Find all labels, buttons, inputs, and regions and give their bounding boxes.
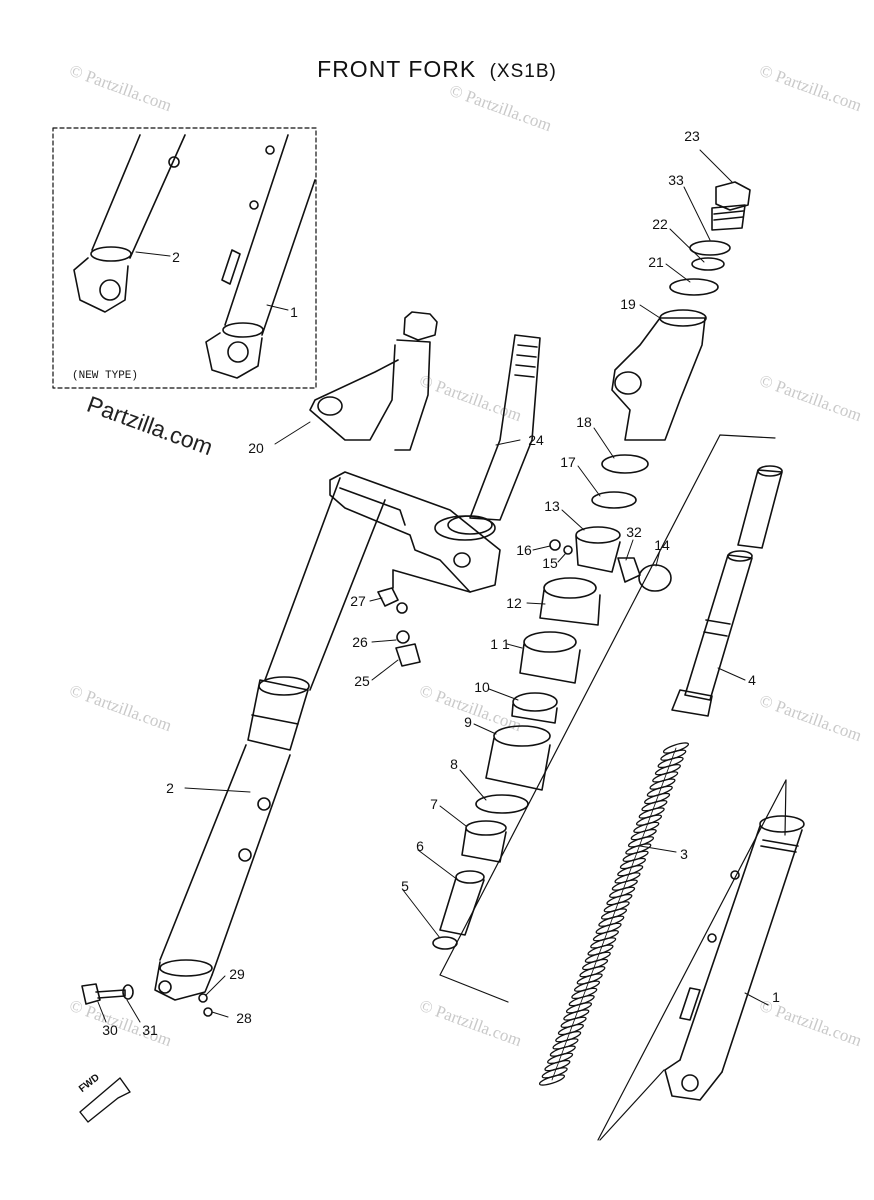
page-title: FRONT FORK (XS1B) [0,56,874,83]
inset-label: (NEW TYPE) [72,370,139,382]
fwd-arrow [79,1077,131,1123]
upper-bracket-20 [309,339,431,451]
nut-16 [549,539,561,551]
callout-1-inset: 1 [290,304,298,320]
callout-22: 22 [652,216,668,232]
callout-15: 15 [542,555,558,571]
callout-31: 31 [142,1022,158,1038]
callout-20: 20 [248,440,264,456]
cap-bolt-23 [711,181,751,231]
inset-outer-tube [205,134,316,379]
spacer-7 [461,820,507,863]
callout-18: 18 [576,414,592,430]
washer-21 [669,278,719,296]
model-code: (XS1B) [489,61,557,82]
holder-13 [575,526,621,573]
callout-19: 19 [620,296,636,312]
callout-4: 4 [748,672,756,688]
guide-9 [485,725,551,791]
inset-outer-tube [73,134,186,313]
washer-22 [691,257,725,271]
callout-16: 16 [516,542,532,558]
callout-9: 9 [464,714,472,730]
clip-32 [617,557,641,583]
bushing-10 [511,692,558,724]
callout-17: 17 [560,454,576,470]
callout-3: 3 [680,846,688,862]
callout-29: 29 [229,966,245,982]
cover-11 [519,631,581,684]
callout-26: 26 [352,634,368,650]
callout-32: 32 [626,524,642,540]
dust-seal-sleeve [247,676,310,751]
title-text: FRONT FORK [317,56,477,82]
callout-33: 33 [668,172,684,188]
callout-2: 2 [166,780,174,796]
callout-2-inset: 2 [172,249,180,265]
seal-17 [591,491,637,509]
callout-11: 1 1 [490,636,510,652]
inset-box [52,127,317,389]
callout-28: 28 [236,1010,252,1026]
callout-23: 23 [684,128,700,144]
outer-tube-1 [597,779,805,1141]
washer-5 [432,936,458,950]
callout-5: 5 [401,878,409,894]
steering-stem-24 [447,334,541,535]
callout-8: 8 [450,756,458,772]
inner-tube [264,477,386,691]
callout-10: 10 [474,679,490,695]
callout-14: 14 [654,537,670,553]
seal-18 [601,454,649,474]
washer-15 [563,545,573,555]
spring-coil [538,1074,566,1086]
callout-25: 25 [354,673,370,689]
fork-cap-bolt [403,311,438,341]
under-bracket [329,471,501,593]
leader-lines [97,149,769,1023]
callout-30: 30 [102,1022,118,1038]
callout-7: 7 [430,796,438,812]
callout-1: 1 [772,989,780,1005]
callout-12: 12 [506,595,522,611]
upper-holder-19 [611,309,707,441]
callout-24: 24 [528,432,544,448]
callout-6: 6 [416,838,424,854]
callout-21: 21 [648,254,664,270]
cover-12 [539,577,601,626]
spring-coils [538,742,690,1086]
o-ring-33 [689,240,731,256]
callout-13: 13 [544,498,560,514]
damper-rod-4 [671,465,783,717]
spring-3 [551,747,677,1081]
outer-tube-2 [154,744,291,1001]
cap-14 [638,564,672,592]
callout-27: 27 [350,593,366,609]
